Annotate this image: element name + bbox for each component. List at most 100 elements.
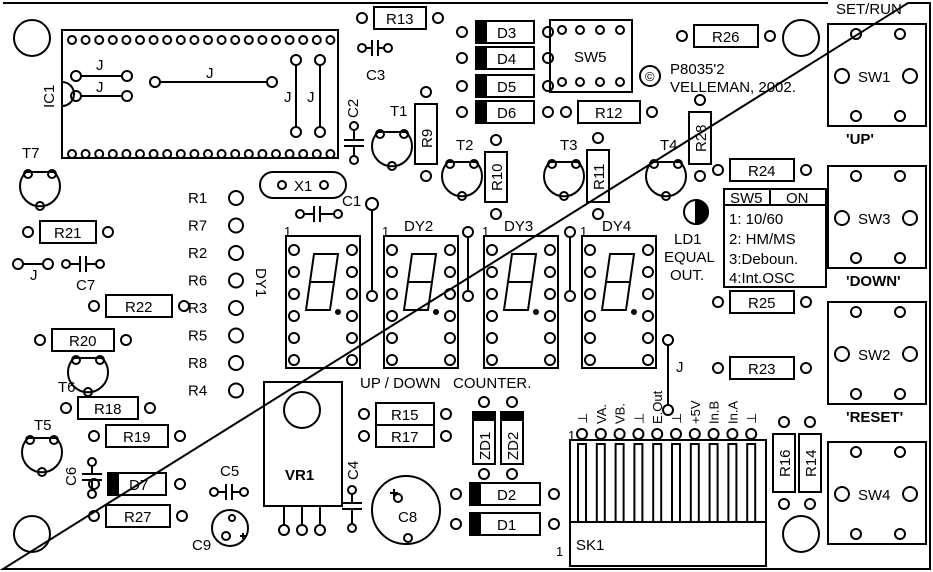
diode-d4: D4 <box>456 46 554 70</box>
button-sw2[interactable]: SW2 'DOWN' <box>827 273 927 405</box>
resistor-r25: R25 <box>712 290 812 314</box>
capacitor-c6: C6 <box>63 457 102 499</box>
svg-text:1: 1 <box>580 224 587 239</box>
svg-text:D5: D5 <box>497 79 516 96</box>
svg-text:T7: T7 <box>22 145 40 162</box>
svg-text:R3: R3 <box>188 300 207 317</box>
svg-text:X1: X1 <box>294 178 312 195</box>
zener-zd1: ZD1 <box>472 396 496 480</box>
led-ld1: LD1 EQUAL OUT. <box>664 198 715 284</box>
svg-text:R23: R23 <box>748 361 776 378</box>
zener-zd2: ZD2 <box>500 396 524 480</box>
svg-text:DY2: DY2 <box>404 218 433 235</box>
svg-text:R12: R12 <box>595 105 623 122</box>
svg-text:J: J <box>206 65 214 82</box>
svg-text:R16: R16 <box>777 449 794 477</box>
svg-text:D3: D3 <box>497 25 516 42</box>
resistor-r24: R24 <box>712 158 812 182</box>
svg-text:R18: R18 <box>94 401 122 418</box>
jumper-dy4 <box>564 226 576 302</box>
svg-text:SW5: SW5 <box>574 49 607 66</box>
button-sw3[interactable]: SW3'UP' <box>827 131 927 269</box>
svg-text:DY3: DY3 <box>504 218 533 235</box>
svg-text:R19: R19 <box>123 429 151 446</box>
svg-text:T6: T6 <box>58 379 76 396</box>
svg-text:R4: R4 <box>188 383 207 400</box>
svg-text:SW4: SW4 <box>858 487 891 504</box>
transistor-t7: T7 <box>19 145 61 211</box>
svg-text:1: 1 <box>284 224 291 239</box>
svg-text:C3: C3 <box>366 67 385 84</box>
mounting-hole <box>782 19 820 57</box>
button-sw1[interactable]: SW1 <box>827 23 927 127</box>
svg-text:C8: C8 <box>398 509 417 526</box>
svg-text:R6: R6 <box>188 273 207 290</box>
svg-text:R1: R1 <box>188 190 207 207</box>
svg-text:C1: C1 <box>342 193 361 210</box>
display-dy3: DY3 1 <box>482 218 559 369</box>
svg-text:C6: C6 <box>63 467 80 486</box>
svg-text:C2: C2 <box>345 99 362 118</box>
svg-text:D4: D4 <box>497 51 516 68</box>
svg-text:1: 1 <box>556 544 563 559</box>
svg-text:R20: R20 <box>69 333 97 350</box>
svg-text:T3: T3 <box>560 137 578 154</box>
svg-text:D1: D1 <box>497 517 516 534</box>
svg-text:2: HM/MS: 2: HM/MS <box>729 231 796 248</box>
diode-d3: D3 <box>456 20 554 44</box>
svg-text:3:Deboun.: 3:Deboun. <box>729 251 798 268</box>
svg-text:C4: C4 <box>345 461 362 480</box>
resistor-r14: R14 <box>798 416 822 510</box>
svg-text:R26: R26 <box>712 29 740 46</box>
svg-text:SW1: SW1 <box>858 69 891 86</box>
capacitor-c2: C2 <box>344 99 364 165</box>
resistor-r17: R17 <box>358 424 452 448</box>
dip-legend: SW5 ON 1: 10/60 2: HM/MS 3:Deboun. 4:Int… <box>723 188 827 288</box>
resistor-r21: R21 <box>22 220 114 244</box>
svg-text:VB.: VB. <box>613 403 628 424</box>
svg-text:R11: R11 <box>591 164 608 190</box>
svg-text:R17: R17 <box>391 429 419 446</box>
svg-text:ZD1: ZD1 <box>477 432 494 460</box>
pad-r2: R2 <box>188 245 244 262</box>
svg-text:C9: C9 <box>192 537 211 554</box>
capacitor-c5: C5 <box>209 463 249 500</box>
capacitor-c9: C9 <box>192 509 249 554</box>
svg-text:T1: T1 <box>390 103 408 120</box>
svg-text:SW5: SW5 <box>730 190 763 207</box>
svg-text:1: 1 <box>482 224 489 239</box>
svg-text:SW2: SW2 <box>858 347 891 364</box>
svg-text:⊥: ⊥ <box>744 413 759 424</box>
capacitor-c4: C4 <box>342 461 362 533</box>
button-sw4[interactable]: SW4'RESET' <box>827 409 927 545</box>
transistor-t2: T2 <box>441 137 483 201</box>
svg-text:D7: D7 <box>129 477 148 494</box>
svg-text:D6: D6 <box>497 105 516 122</box>
resistor-r18: R18 <box>60 396 156 420</box>
svg-text:T5: T5 <box>34 417 52 434</box>
svg-text:In.B: In.B <box>707 401 722 424</box>
svg-text:'DOWN': 'DOWN' <box>846 273 901 290</box>
svg-text:R7: R7 <box>188 218 207 235</box>
svg-text:OUT.: OUT. <box>670 267 704 284</box>
svg-text:VR1: VR1 <box>285 467 314 484</box>
transistor-t4: T4 <box>645 137 687 201</box>
transistor-t5: T5 <box>21 417 63 477</box>
svg-text:ON: ON <box>786 190 809 207</box>
crystal-x1: X1 <box>259 171 347 199</box>
svg-text:R22: R22 <box>125 299 153 316</box>
svg-text:D2: D2 <box>497 487 516 504</box>
transistor-t6: T6 <box>58 355 109 397</box>
copyright-icon: © <box>645 69 655 84</box>
resistor-r28: R28 <box>688 94 712 182</box>
pad-r5: R5 <box>188 327 244 345</box>
svg-text:R28: R28 <box>693 124 710 152</box>
resistor-r19: R19 <box>88 424 186 448</box>
capacitor-c3: C3 <box>357 40 393 84</box>
svg-text:R15: R15 <box>391 407 419 424</box>
svg-text:C5: C5 <box>220 463 239 480</box>
